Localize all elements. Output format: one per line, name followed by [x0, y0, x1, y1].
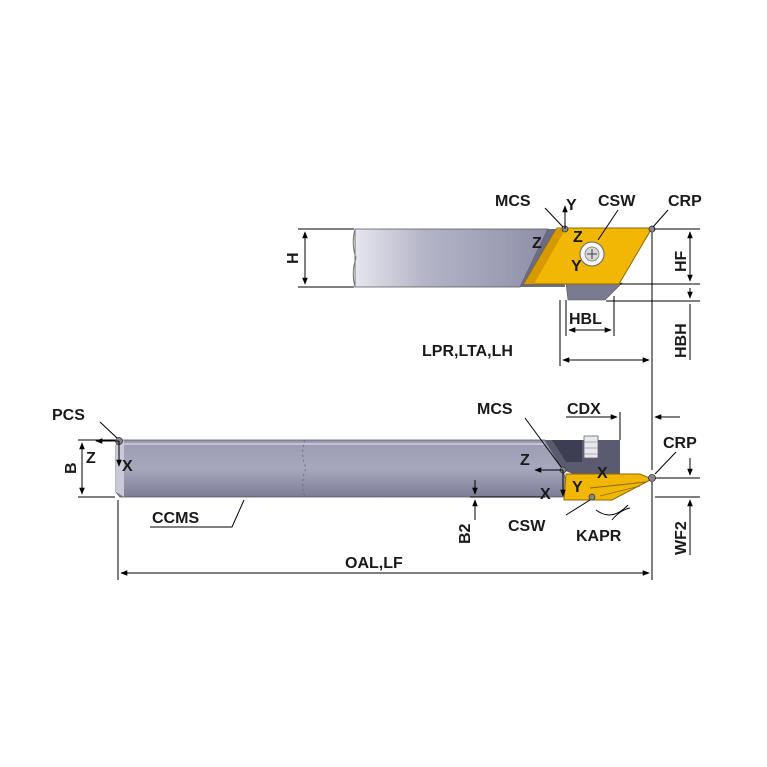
- side-pcs-leader: [99, 421, 118, 439]
- side-csw-point: [588, 493, 596, 501]
- side-csw-leader: [565, 499, 591, 516]
- side-crp-leader: [654, 451, 677, 475]
- side-crp-point: [648, 474, 656, 482]
- top-insert-shade: [524, 228, 566, 284]
- top-shank-break: [352, 228, 357, 288]
- top-view: [298, 205, 700, 470]
- label-side-csw: CSW: [508, 518, 546, 535]
- label-side-x-pcs: X: [122, 458, 133, 475]
- side-shank: [115, 439, 571, 498]
- label-side-b: B: [63, 462, 80, 474]
- top-shank: [354, 228, 549, 288]
- side-kapr-arc: [595, 504, 629, 516]
- label-top-y-insert: Y: [571, 258, 582, 275]
- label-top-lpr: LPR,LTA,LH: [422, 343, 513, 360]
- top-csw-leader: [597, 209, 619, 241]
- label-side-x-insert: X: [597, 465, 608, 482]
- side-kapr-leader: [611, 507, 631, 521]
- label-side-oal: OAL,LF: [345, 555, 403, 572]
- label-side-wf2: WF2: [673, 521, 690, 555]
- top-crp-leader: [652, 209, 669, 228]
- label-side-y-insert: Y: [572, 479, 583, 496]
- label-top-mcs: MCS: [495, 193, 531, 210]
- labels: MCS Y CSW CRP Z Z Y H HF HBH HBL LPR,LTA…: [52, 193, 702, 572]
- label-top-hf: HF: [673, 250, 690, 272]
- side-shank-end-face: [116, 440, 124, 497]
- side-mcs-leader: [524, 417, 562, 468]
- side-insert-edge-2: [599, 485, 641, 497]
- side-clamp-screw-thread: [584, 441, 598, 455]
- label-top-z-left: Z: [532, 235, 542, 252]
- top-mcs-leader: [544, 207, 564, 228]
- label-side-b2: B2: [457, 523, 474, 544]
- side-view: [78, 412, 700, 580]
- label-top-y-axis: Y: [566, 197, 577, 214]
- side-ccms-leader: [150, 499, 245, 528]
- label-side-ccms: CCMS: [152, 510, 199, 527]
- label-side-z-pcs: Z: [86, 450, 96, 467]
- label-top-crp: CRP: [668, 193, 702, 210]
- label-side-x-mcs: X: [540, 486, 551, 503]
- side-insert-edge: [589, 481, 647, 489]
- label-top-csw: CSW: [598, 193, 636, 210]
- label-top-hbl: HBL: [569, 311, 602, 328]
- label-side-kapr: KAPR: [576, 528, 622, 545]
- label-side-pcs: PCS: [52, 407, 85, 424]
- label-top-h: H: [285, 252, 302, 264]
- label-side-z-mcs: Z: [520, 452, 530, 469]
- side-clamp-top: [552, 440, 582, 462]
- side-clamp-screw: [583, 435, 599, 459]
- label-side-crp: CRP: [663, 435, 697, 452]
- label-side-cdx: CDX: [567, 401, 601, 418]
- label-top-z-insert: Z: [573, 229, 583, 246]
- label-side-mcs: MCS: [477, 401, 513, 418]
- top-screw-torx-icon: [587, 249, 597, 259]
- label-top-hbh: HBH: [673, 323, 690, 358]
